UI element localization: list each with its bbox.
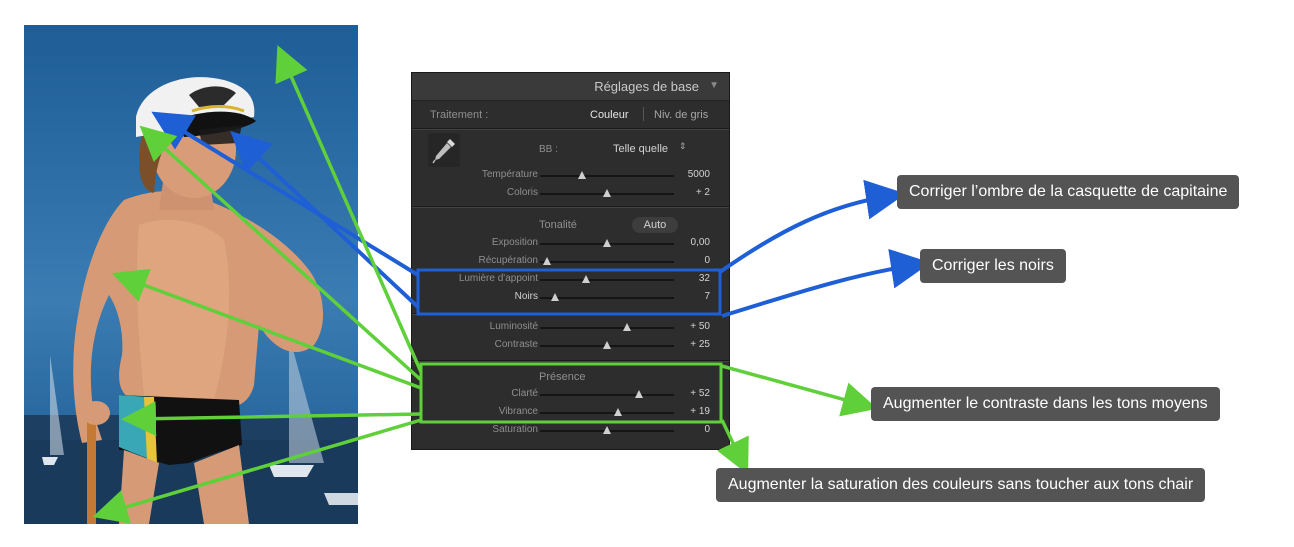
- slider-track[interactable]: [540, 323, 674, 331]
- basic-settings-panel: Réglages de base ▼ Traitement : Couleur …: [411, 72, 730, 450]
- blue-arrows-to-callouts: [718, 179, 931, 318]
- slider-row: Exposition 0,00: [412, 235, 731, 253]
- slider-label: Température: [481, 169, 538, 180]
- divider: [412, 207, 729, 208]
- slider-thumb[interactable]: [550, 293, 559, 301]
- tone-section-title: Tonalité: [539, 219, 577, 231]
- slider-label: Lumière d'appoint: [458, 273, 538, 284]
- white-balance-select[interactable]: Telle quelle: [613, 143, 669, 155]
- slider-track[interactable]: [540, 408, 674, 416]
- slider-row: Saturation 0: [412, 422, 731, 440]
- slider-row: Coloris + 2: [412, 185, 731, 203]
- slider-thumb[interactable]: [613, 408, 622, 416]
- slider-track[interactable]: [540, 426, 674, 434]
- panel-header[interactable]: Réglages de base ▼: [412, 73, 729, 101]
- treatment-color-option[interactable]: Couleur: [590, 109, 629, 121]
- slider-value[interactable]: 0,00: [690, 237, 710, 248]
- slider-track[interactable]: [540, 293, 674, 301]
- photo-boy-captain-cap: [24, 25, 358, 524]
- slider-thumb[interactable]: [603, 239, 611, 247]
- slider-thumb[interactable]: [623, 323, 632, 331]
- divider: [412, 206, 729, 207]
- slider-track[interactable]: [540, 275, 674, 283]
- slider-row: Contraste + 25: [412, 337, 731, 355]
- slider-track[interactable]: [540, 239, 674, 247]
- slider-value[interactable]: 7: [704, 291, 710, 302]
- slider-thumb[interactable]: [603, 189, 611, 197]
- slider-track[interactable]: [540, 171, 674, 179]
- divider: [412, 360, 729, 361]
- slider-label: Contraste: [494, 339, 538, 350]
- slider-row: Température 5000: [412, 167, 731, 185]
- panel-title: Réglages de base: [594, 79, 699, 94]
- treatment-label: Traitement :: [430, 109, 489, 121]
- slider-thumb[interactable]: [577, 171, 586, 179]
- collapse-triangle-icon[interactable]: ▼: [709, 80, 719, 91]
- slider-thumb[interactable]: [603, 341, 611, 349]
- slider-label: Clarté: [511, 388, 538, 399]
- slider-row: Luminosité + 50: [412, 319, 731, 337]
- callout-blacks: Corriger les noirs: [920, 249, 1066, 283]
- slider-value[interactable]: + 52: [690, 388, 710, 399]
- callout-cap-shadow: Corriger l’ombre de la casquette de capi…: [897, 175, 1240, 209]
- slider-label: Vibrance: [498, 406, 538, 417]
- slider-value[interactable]: + 2: [695, 187, 710, 198]
- select-arrows-icon[interactable]: ⇕: [679, 141, 687, 151]
- treatment-grayscale-option[interactable]: Niv. de gris: [654, 109, 709, 121]
- slider-thumb[interactable]: [635, 390, 644, 398]
- slider-value[interactable]: 0: [704, 255, 710, 266]
- slider-value[interactable]: + 25: [690, 339, 710, 350]
- auto-tone-button[interactable]: Auto: [632, 217, 678, 233]
- slider-track[interactable]: [540, 341, 674, 349]
- divider: [412, 129, 729, 130]
- slider-label: Saturation: [492, 424, 538, 435]
- slider-row: Noirs 7: [412, 289, 731, 307]
- slider-row: Récupération 0: [412, 253, 731, 271]
- callout-midtone-contrast: Augmenter le contraste dans les tons moy…: [871, 387, 1220, 421]
- green-arrows-to-photo: [92, 45, 423, 524]
- eyedropper-icon[interactable]: [428, 133, 460, 167]
- blue-arrows-to-cap: [151, 111, 420, 309]
- green-highlight-box: [419, 362, 723, 424]
- blue-highlight-box: [416, 268, 722, 316]
- slider-track[interactable]: [540, 390, 674, 398]
- divider: [412, 361, 729, 362]
- presence-section-title: Présence: [539, 371, 586, 383]
- slider-label: Récupération: [478, 255, 538, 266]
- slider-label: Coloris: [506, 187, 538, 198]
- slider-track[interactable]: [540, 189, 674, 197]
- slider-label: Luminosité: [489, 321, 538, 332]
- divider: [412, 128, 729, 129]
- slider-row: Clarté + 52: [412, 386, 731, 404]
- callout-saturation: Augmenter la saturation des couleurs san…: [716, 468, 1206, 502]
- white-balance-label: BB :: [539, 144, 558, 155]
- slider-value[interactable]: + 19: [690, 406, 710, 417]
- treatment-separator: [643, 107, 644, 121]
- slider-value[interactable]: + 50: [690, 321, 710, 332]
- slider-row: Lumière d'appoint 32: [412, 271, 731, 289]
- slider-value[interactable]: 0: [704, 424, 710, 435]
- slider-row: Vibrance + 19: [412, 404, 731, 422]
- slider-thumb[interactable]: [542, 257, 551, 265]
- slider-value[interactable]: 32: [698, 273, 710, 284]
- slider-label: Noirs: [514, 291, 538, 302]
- slider-value[interactable]: 5000: [687, 169, 710, 180]
- green-arrows-to-callouts: [717, 364, 878, 475]
- slider-thumb[interactable]: [603, 426, 611, 434]
- slider-thumb[interactable]: [581, 275, 590, 283]
- slider-label: Exposition: [491, 237, 538, 248]
- slider-track[interactable]: [540, 257, 674, 265]
